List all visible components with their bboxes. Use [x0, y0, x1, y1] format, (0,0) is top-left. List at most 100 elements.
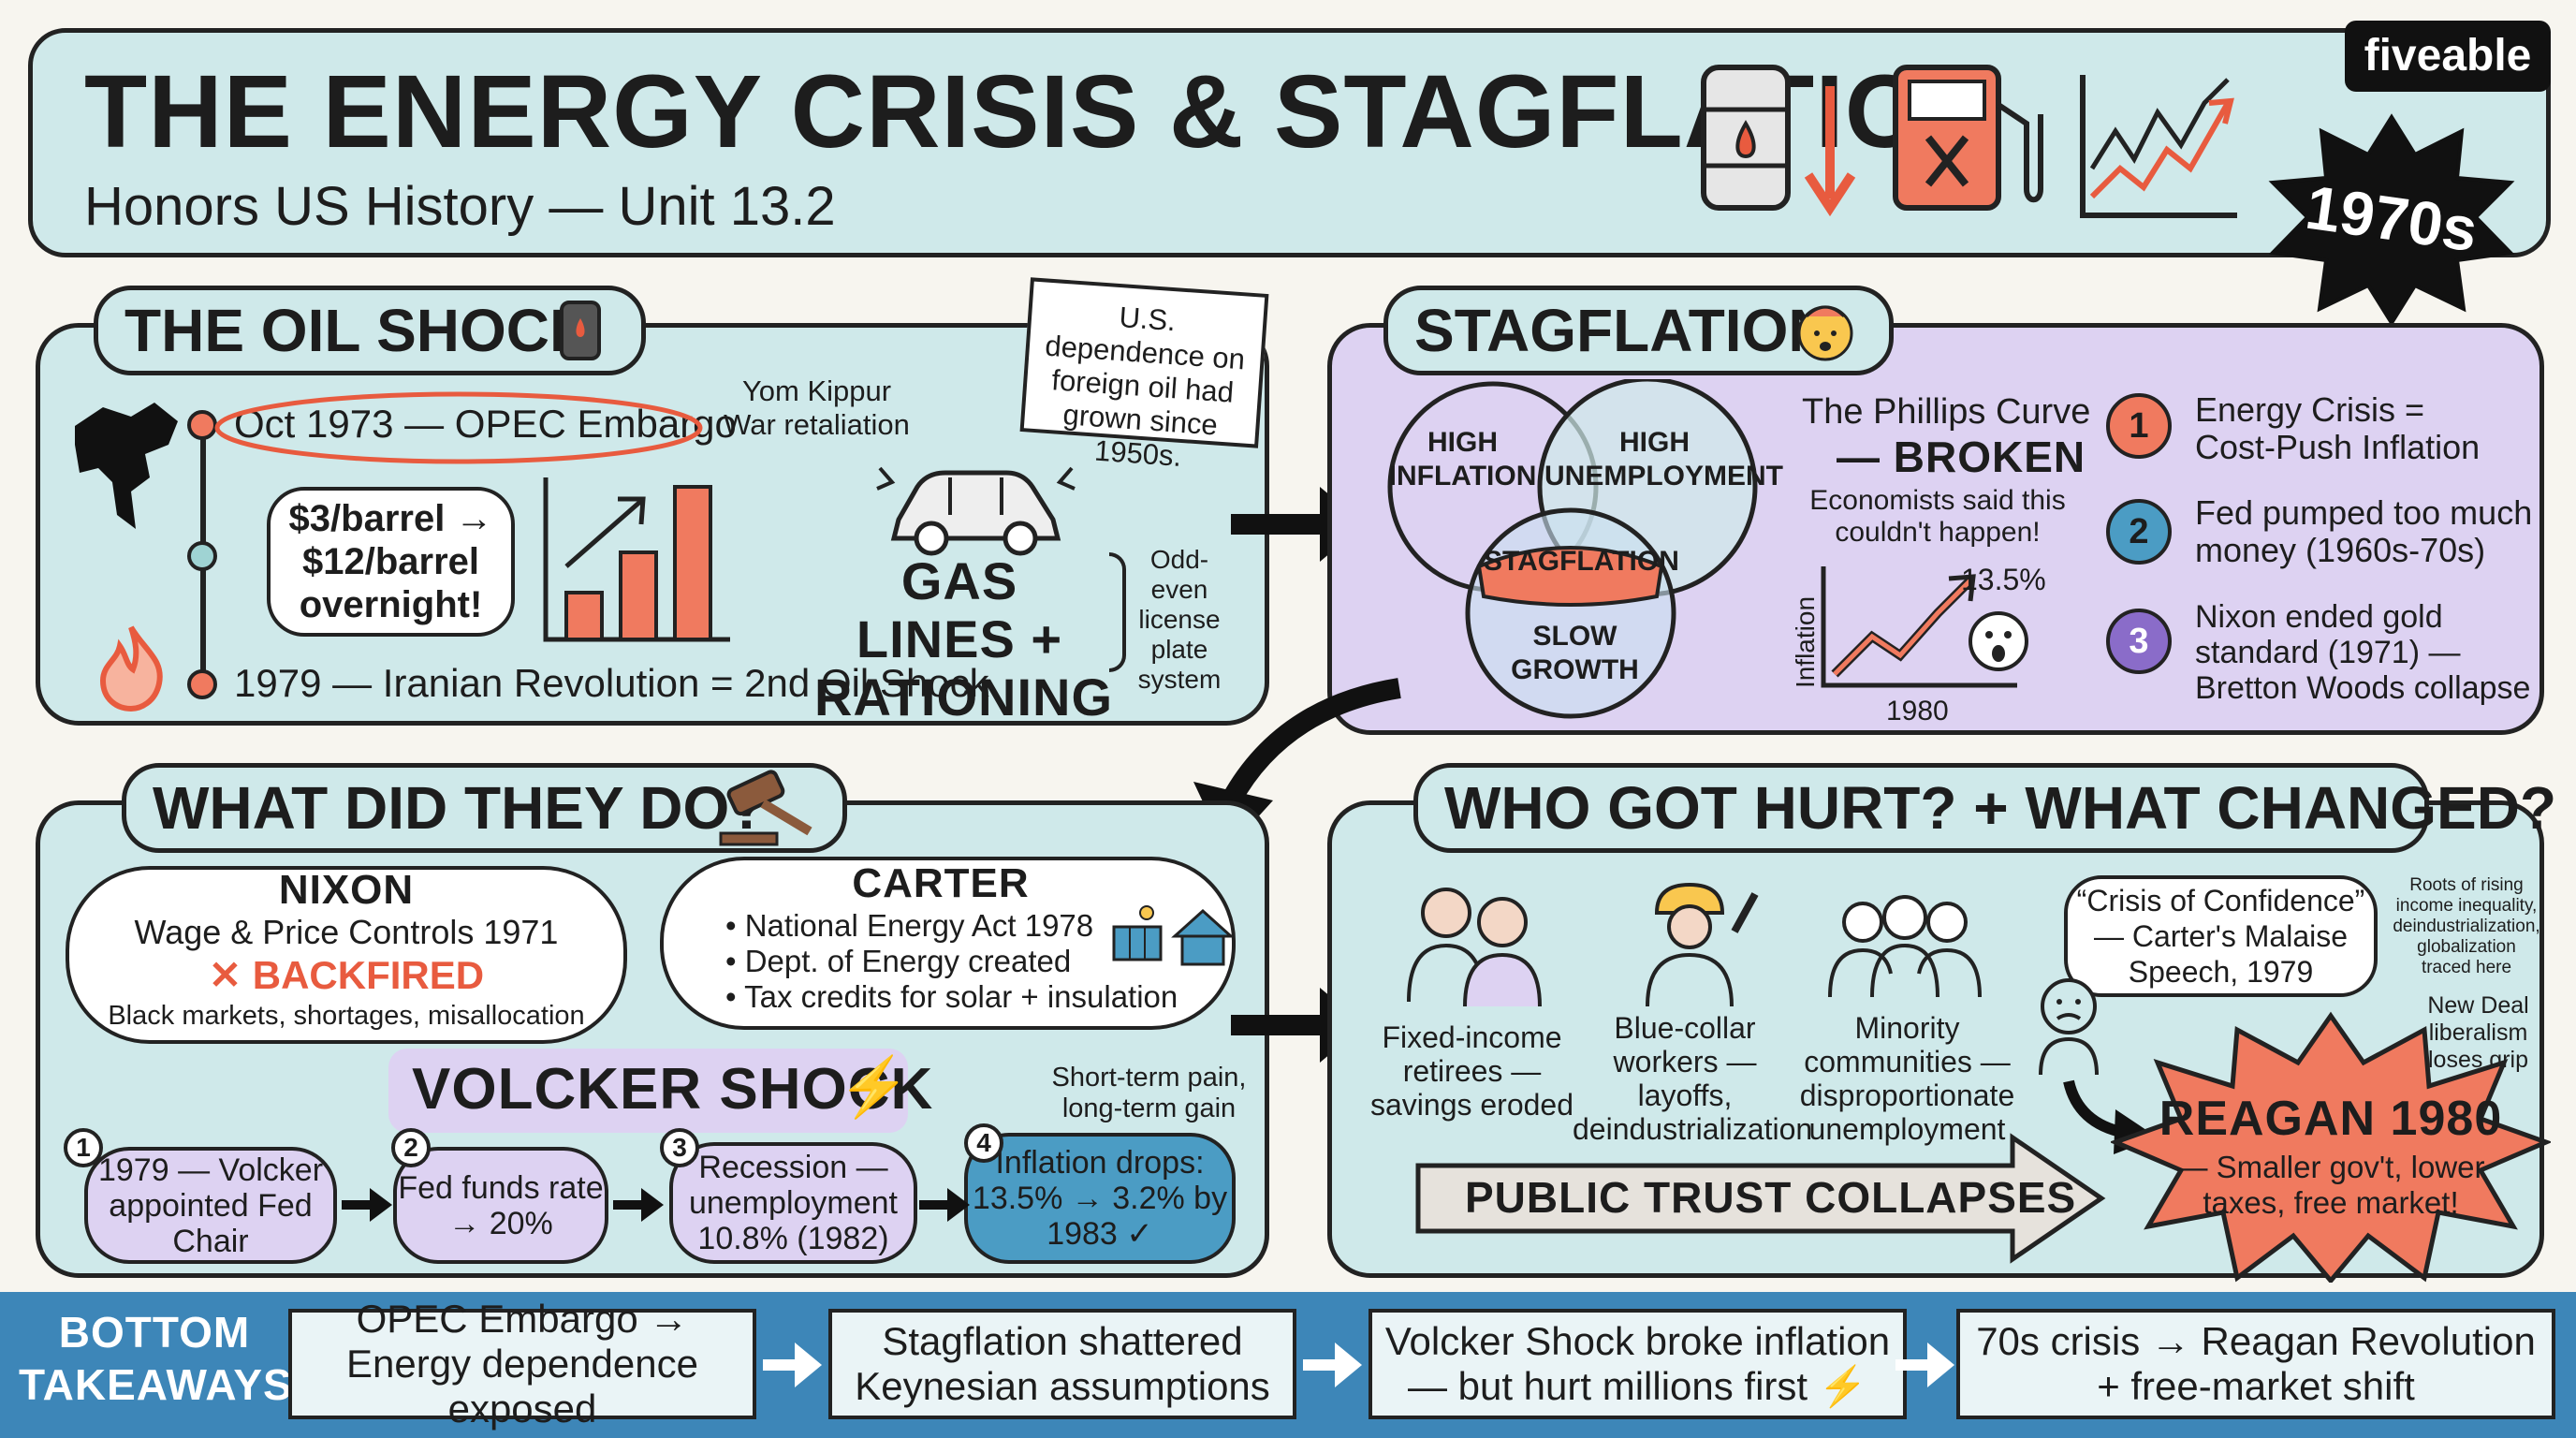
embargo-note: Yom Kippur War retaliation	[724, 374, 910, 441]
oil-shock-heading: THE OIL SHOCK	[124, 297, 593, 364]
group-retirees: Fixed-income retirees — savings eroded	[1369, 1020, 1574, 1122]
shocked-face-icon	[1969, 611, 2028, 671]
volcker-step-2-number: 2	[391, 1128, 431, 1167]
carter-item-1: • National Energy Act 1978	[725, 908, 1094, 943]
reagan-title: REAGAN 1980	[2159, 1092, 2503, 1146]
volcker-step-2: Fed funds rate → 20%	[393, 1147, 608, 1264]
step-arrow-3	[919, 1188, 970, 1222]
venn-high-inflation: HIGH INFLATION	[1388, 427, 1537, 492]
volcker-step-3: Recession — unemployment 10.8% (1982)	[669, 1142, 917, 1264]
nixon-name: NIXON	[278, 867, 415, 913]
public-trust-label: PUBLIC TRUST COLLAPSES	[1465, 1173, 2077, 1222]
cause-2-number: 2	[2129, 512, 2149, 551]
timeline-dot-1979	[187, 669, 217, 699]
nixon-cloud	[66, 866, 627, 1044]
takeaway-1-text: OPEC Embargo → Energy dependence exposed	[346, 1297, 698, 1431]
volcker-step-4: Inflation drops: 13.5% → 3.2% by 1983 ✓	[964, 1133, 1236, 1264]
response-heading: WHAT DID THEY DO?	[153, 774, 767, 842]
phillips-curve-title: The Phillips Curve	[1802, 392, 2091, 432]
retirees-icon	[1407, 888, 1542, 1007]
takeaways-label: BOTTOM TAKEAWAYS	[19, 1308, 293, 1409]
timeline-dot-mid	[187, 541, 217, 571]
takeaway-3: Volcker Shock broke inflation — but hurt…	[1368, 1309, 1907, 1419]
page-subtitle: Honors US History — Unit 13.2	[84, 176, 836, 237]
step-arrow-1	[342, 1188, 392, 1222]
takeaway-2: Stagflation shattered Keynesian assumpti…	[828, 1309, 1296, 1419]
venn-high-unemployment: HIGH UNEMPLOYMENT	[1544, 427, 1783, 492]
step-arrow-2	[613, 1188, 664, 1222]
oil-shock-heading-tab: THE OIL SHOCK	[94, 286, 646, 375]
page-title: THE ENERGY CRISIS & STAGFLATION	[84, 54, 2001, 169]
roots-note: Roots of rising income inequality, deind…	[2393, 875, 2540, 977]
oil-barrel-down-icon	[1701, 65, 1856, 217]
reagan-text: — Smaller gov't, lower taxes, free marke…	[2176, 1150, 2485, 1220]
carter-cloud	[660, 857, 1236, 1030]
cause-3-text: Nixon ended gold standard (1971) — Brett…	[2195, 599, 2531, 706]
phillips-curve-note: Economists said this couldn't happen!	[1809, 485, 2066, 548]
price-jump-bubble: $3/barrel → $12/barrel overnight!	[267, 487, 515, 637]
volcker-note: Short-term pain, long-term gain	[1051, 1063, 1247, 1123]
volcker-step-1: 1979 — Volcker appointed Fed Chair	[84, 1147, 337, 1264]
impact-heading: WHO GOT HURT? + WHAT CHANGED?	[1444, 774, 2557, 842]
inflation-axis-label: Inflation	[1791, 595, 1821, 689]
solar-panel-house-icon	[1112, 905, 1235, 966]
price-jump-text: $3/barrel → $12/barrel overnight!	[288, 498, 493, 625]
malaise-speech-bubble: “Crisis of Confidence” — Carter's Malais…	[2064, 875, 2378, 997]
dependence-sticky-note: U.S. dependence on foreign oil had grown…	[1019, 277, 1269, 473]
group-minority: Minority communities — disproportionate …	[1799, 1011, 2015, 1146]
takeaway-2-text: Stagflation shattered Keynesian assumpti…	[855, 1319, 1270, 1408]
takeaway-arrow-2	[1303, 1343, 1362, 1387]
community-group-icon	[1828, 895, 1982, 998]
volcker-step-4-number: 4	[964, 1123, 1003, 1163]
volcker-heading-box	[388, 1049, 908, 1133]
timeline-dot-1973	[187, 410, 217, 440]
malaise-quote: “Crisis of Confidence” — Carter's Malais…	[2076, 884, 2365, 989]
lightning-icon: ⚡	[838, 1055, 911, 1120]
volcker-step-2-text: Fed funds rate → 20%	[398, 1169, 604, 1241]
inflation-spike-graph	[1821, 566, 2017, 688]
car-icon	[876, 466, 1076, 556]
volcker-step-1-number: 1	[64, 1128, 103, 1167]
cause-3-number: 3	[2129, 622, 2149, 661]
venn-stagflation-center: STAGFLATION	[1484, 546, 1679, 577]
volcker-heading: VOLCKER SHOCK	[412, 1057, 934, 1122]
brand-label: fiveable	[2364, 31, 2532, 81]
impact-heading-tab: WHO GOT HURT? + WHAT CHANGED?	[1413, 763, 2556, 853]
price-bar-chart-icon	[543, 477, 730, 642]
volcker-step-3-number: 3	[660, 1128, 699, 1167]
cause-3-badge: 3	[2106, 609, 2172, 674]
phillips-curve-broken: — BROKEN	[1837, 433, 2086, 481]
takeaway-1: OPEC Embargo → Energy dependence exposed	[288, 1297, 756, 1431]
cause-1-text: Energy Crisis = Cost-Push Inflation	[2195, 390, 2481, 466]
year-axis-label: 1980	[1886, 696, 1949, 726]
takeaway-arrow-3	[1895, 1343, 1954, 1387]
cause-2-text: Fed pumped too much money (1960s-70s)	[2195, 493, 2533, 569]
iranian-revolution-event: 1979 — Iranian Revolution = 2nd Oil Shoc…	[234, 661, 989, 705]
venn-slow-growth: SLOW GROWTH	[1511, 621, 1639, 685]
takeaway-4-text: 70s crisis → Reagan Revolution + free-ma…	[1976, 1319, 2536, 1408]
oil-barrel-icon	[560, 301, 601, 360]
mind-blown-emoji-icon	[1797, 305, 1853, 361]
cause-1-number: 1	[2129, 406, 2149, 446]
takeaway-arrow-1	[763, 1343, 822, 1387]
middle-east-map-icon	[75, 403, 178, 529]
fire-icon	[99, 625, 163, 712]
takeaway-3-text: Volcker Shock broke inflation — but hurt…	[1384, 1319, 1891, 1408]
gavel-icon	[719, 770, 812, 846]
group-blue-collar: Blue-collar workers — layoffs, deindustr…	[1573, 1011, 1813, 1146]
cause-2-badge: 2	[2106, 499, 2172, 565]
carter-item-2: • Dept. of Energy created	[725, 944, 1072, 978]
gas-lines-label: GAS LINES + RATIONING	[814, 551, 1114, 726]
embargo-highlight-oval	[214, 391, 703, 464]
nixon-effects: Black markets, shortages, misallocation	[108, 1001, 585, 1031]
nixon-result: ✕ BACKFIRED	[66, 953, 627, 998]
rising-graph-icon	[2080, 75, 2237, 218]
fiveable-logo	[2345, 21, 2551, 92]
inflation-peak-label: 13.5%	[1961, 563, 2046, 596]
carter-item-3: • Tax credits for solar + insulation	[725, 979, 1178, 1014]
volcker-step-1-text: 1979 — Volcker appointed Fed Chair	[97, 1152, 324, 1259]
reagan-starburst	[2111, 1011, 2551, 1283]
gas-pump-empty-icon	[1893, 65, 2043, 211]
sad-face-icon	[2039, 978, 2099, 1076]
public-trust-arrow	[1415, 1133, 2106, 1264]
